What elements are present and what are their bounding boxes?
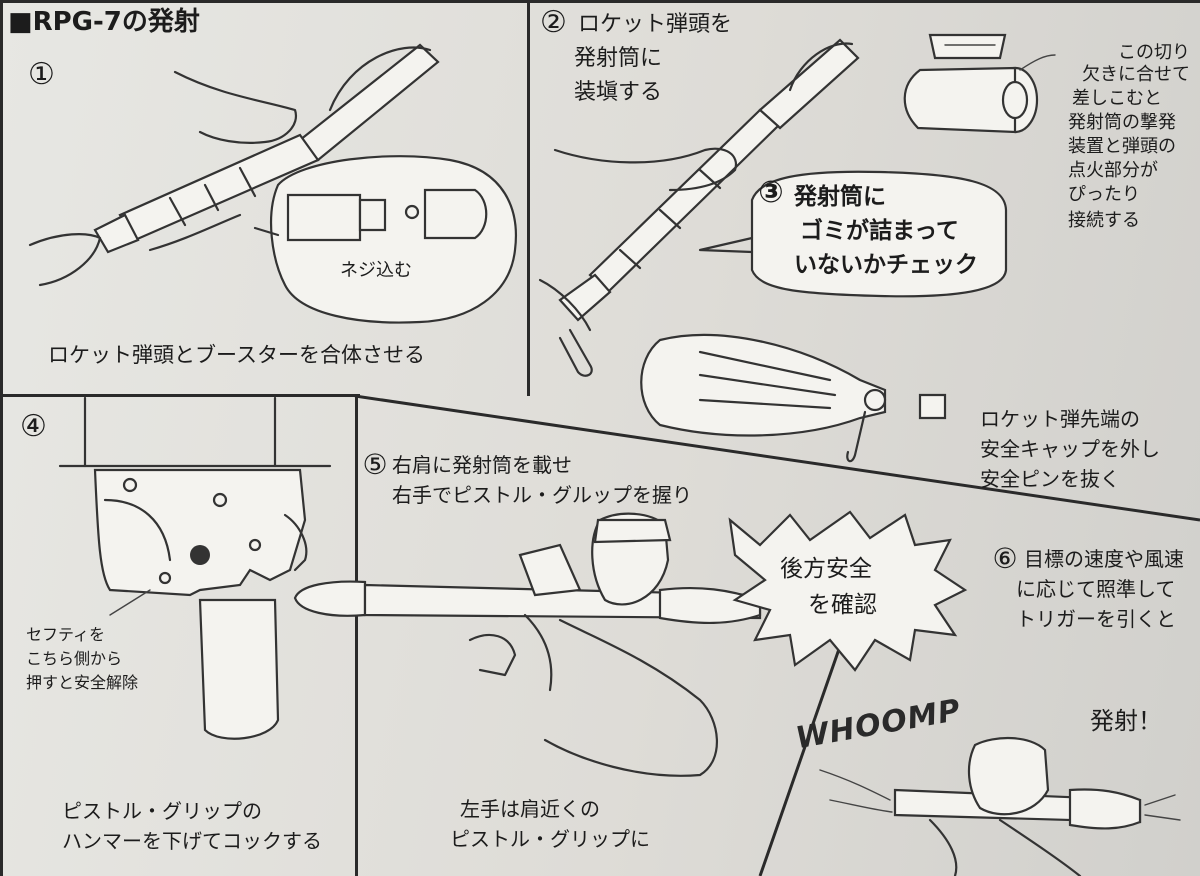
panel4-caption-line-1: ピストル・グリップの — [62, 799, 262, 823]
notch-note-line-4: 発射筒の撃発 — [1068, 112, 1176, 133]
left-hand-line-1: 左手は肩近くの — [460, 797, 600, 821]
check-bubble — [698, 170, 1008, 298]
soldier-shoulder-fire-illustration — [293, 512, 762, 777]
panel-divider-vertical-1 — [527, 0, 530, 396]
step-number-2: ② — [540, 5, 567, 40]
panel2-caption-line-3: 装塡する — [574, 80, 663, 105]
left-hand-line-2: ピストル・グリップに — [450, 827, 650, 851]
safety-note-line-1: セフティを — [26, 625, 106, 644]
tube-notch-detail — [903, 33, 1056, 134]
step-number-1: ① — [28, 57, 55, 92]
panel6-caption-line-2: に応じて照準して — [1016, 577, 1176, 601]
rocket-assembly-illustration — [28, 43, 440, 287]
step-number-6: ⑥ — [992, 542, 1018, 575]
panel3-caption-line-1: 発射筒に — [794, 184, 886, 210]
notch-note-line-2: 欠きに合せて — [1082, 64, 1190, 85]
page-title: ■RPG-7の発射 — [8, 7, 200, 37]
notch-note-line-5: 装置と弾頭の — [1068, 136, 1176, 157]
notch-note-line-6: 点火部分が — [1068, 160, 1158, 181]
panel5-caption-line-2: 右手でピストル・グルップを握り — [392, 483, 692, 507]
panel2-caption-line-2: 発射筒に — [574, 46, 663, 71]
notch-note-line-7: ぴったり — [1068, 184, 1140, 205]
safety-note-line-3: 押すと安全解除 — [26, 673, 139, 692]
panel6-caption-line-3: トリガーを引くと — [1016, 607, 1176, 631]
panel3-caption-line-2: ゴミが詰まって — [800, 218, 959, 244]
safety-note-line-2: こちら側から — [26, 649, 123, 668]
panel3-caption-line-3: いないかチェック — [794, 252, 978, 278]
rear-safety-burst — [728, 510, 968, 672]
screw-in-label: ネジ込む — [340, 260, 412, 281]
step-number-3: ③ — [758, 175, 784, 210]
step-number-5: ⑤ — [362, 448, 388, 481]
step-number-4: ④ — [20, 409, 47, 444]
notch-note-line-1: この切り — [1118, 42, 1190, 63]
panel5-caption-line-1: 右肩に発射筒を載せ — [392, 453, 572, 477]
rocket-load-illustration — [538, 38, 860, 377]
panel2-caption-line-1: ロケット弾頭を — [578, 12, 733, 37]
soldier-firing-illustration — [819, 736, 1181, 876]
safety-cap-line-2: 安全キャップを外し — [980, 437, 1160, 461]
trigger-mechanism-illustration — [58, 396, 332, 740]
panel-divider-left-edge — [0, 0, 3, 876]
notch-note-line-3: 差しこむと — [1072, 88, 1162, 109]
thread-bubble — [253, 155, 517, 324]
panel4-caption-line-2: ハンマーを下げてコックする — [62, 829, 322, 853]
top-divider — [0, 0, 1200, 3]
panel-divider-vertical-2 — [355, 394, 358, 876]
rear-safety-line-1: 後方安全 — [780, 556, 872, 582]
fire-label: 発射！ — [1090, 707, 1162, 735]
panel1-caption: ロケット弾頭とブースターを合体させる — [48, 343, 425, 367]
rear-safety-line-2: を確認 — [808, 592, 877, 618]
panel-divider-horizontal-left — [0, 394, 360, 397]
diagonal-divider — [354, 394, 1200, 522]
panel6-caption-line-1: 目標の速度や風速 — [1024, 547, 1184, 571]
notch-note-line-8: 接続する — [1068, 210, 1140, 231]
rocket-nose-illustration — [640, 333, 947, 463]
safety-cap-line-3: 安全ピンを抜く — [980, 467, 1120, 491]
safety-cap-line-1: ロケット弾先端の — [980, 407, 1140, 431]
